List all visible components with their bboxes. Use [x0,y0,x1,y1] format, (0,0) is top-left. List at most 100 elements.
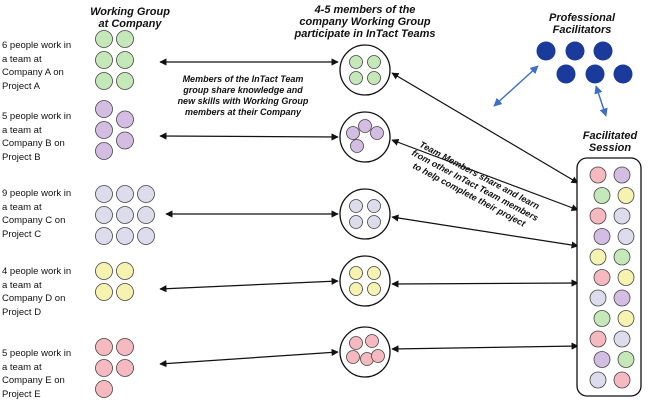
team-b-member-2 [358,119,372,133]
team-a-member-3 [349,71,363,85]
arrow-company-b-to-team [159,132,339,141]
session-participant-11 [593,269,611,286]
session-participant-14 [613,289,631,307]
session-participant-9 [589,248,607,266]
company-b-line-4: Project B [2,151,41,163]
facilitators-header: Professional Facilitators [527,12,637,36]
team-d-member-2 [367,266,381,280]
session-header: Facilitated Session [560,130,657,154]
team-e-member-5 [371,349,385,363]
team-c-member-2 [367,199,381,213]
company-b-line-2: a team at [2,124,42,136]
company-a-person-5 [95,72,113,90]
company-b-person-4 [116,131,134,150]
members-header: 4-5 members of the company Working Group… [285,4,445,40]
company-c-line-4: Project C [2,228,42,240]
company-b-person-2 [95,121,113,139]
team-circle-a [339,44,391,96]
team-b-member-4 [350,139,364,153]
team-c-member-1 [349,199,363,213]
team-circle-c [339,188,391,240]
session-participant-6 [613,207,631,225]
members-header-line-2: company Working Group [299,16,431,28]
session-participant-1 [589,166,607,184]
company-e-line-1: 5 people work in [2,348,72,359]
team-b-member-3 [370,126,384,140]
arrows-layer [159,58,579,368]
company-e-person-5 [95,380,113,398]
share-company-note-line-4: members at their Company [184,107,302,117]
company-b-person-3 [116,110,134,129]
working-group-header: Working Group at Company [80,6,180,30]
arrow-company-d-to-team [159,277,339,293]
working-group-header-line-2: at Company [98,18,162,30]
company-d-description: 4 people work in a team at Company D on … [2,265,98,319]
arrow-team-c-to-session [391,214,579,249]
facilitators-header-line-2: Facilitators [552,24,612,36]
facilitators-header-line-1: Professional [548,12,616,24]
company-a-person-6 [116,72,134,90]
session-participant-7 [593,228,611,245]
facilitator-4 [556,64,576,84]
team-e-member-1 [349,336,363,350]
team-a-member-1 [349,55,363,69]
arrow-facilitators-to-teams [493,65,539,107]
company-b-line-3: Company B on [2,138,65,149]
session-participant-8 [617,228,635,245]
company-e-person-4 [116,359,134,377]
company-d-person-1 [95,262,113,280]
facilitators-layer [493,41,633,117]
company-c-line-2: a team at [2,201,42,213]
session-participant-18 [613,330,631,348]
facilitator-6 [613,64,633,84]
share-company-note: Members of the InTact Team group share k… [158,74,328,118]
arrow-facilitators-to-session [594,85,608,117]
session-participant-2 [613,166,631,184]
session-participant-3 [593,187,611,204]
session-participant-19 [593,351,611,368]
arrow-team-d-to-session [391,279,579,288]
company-a-line-2: a team at [2,53,42,65]
share-company-note-line-3: new skills with Working Group [177,96,309,106]
share-company-note-line-2: group share knowledge and [183,85,303,95]
company-c-person-6 [137,206,155,224]
session-participant-10 [613,248,631,266]
company-d-line-2: a team at [2,279,42,291]
session-header-line-2: Session [588,142,632,154]
team-circles-layer [339,44,391,378]
company-a-person-2 [116,30,134,48]
team-a-member-4 [367,71,381,85]
company-dots-layer [95,30,155,398]
company-b-person-1 [95,100,113,118]
company-a-line-4: Project A [2,80,41,92]
company-c-person-4 [95,206,113,224]
company-a-description: 6 people work in a team at Company A on … [2,39,98,93]
team-b-member-1 [346,126,360,140]
facilitator-1 [536,41,556,61]
company-d-person-2 [116,262,134,280]
facilitated-session-layer [576,157,642,397]
team-d-member-1 [349,266,363,280]
team-d-member-4 [367,282,381,296]
arrow-team-b-to-session [391,138,579,212]
company-e-person-3 [95,359,113,377]
members-header-line-3: participate in InTact Teams [294,28,436,40]
arrow-company-e-to-team [159,348,339,368]
company-c-person-1 [95,185,113,203]
share-company-note-line-1: Members of the InTact Team [182,74,304,84]
team-c-member-4 [367,215,381,229]
company-e-line-4: Project E [2,388,41,400]
company-c-person-8 [116,227,134,245]
company-b-line-1: 5 people work in [2,111,72,122]
team-e-member-2 [365,334,379,348]
company-e-description: 5 people work in a team at Company E on … [2,347,98,401]
company-c-person-7 [95,227,113,245]
working-group-header-line-1: Working Group [90,6,170,18]
team-a-member-2 [367,55,381,69]
members-header-line-1: 4-5 members of the [314,4,416,16]
company-c-person-5 [116,206,134,224]
company-b-description: 5 people work in a team at Company B on … [2,110,98,164]
company-a-line-3: Company A on [2,67,64,78]
session-participant-15 [593,310,611,327]
company-d-person-3 [95,283,113,301]
